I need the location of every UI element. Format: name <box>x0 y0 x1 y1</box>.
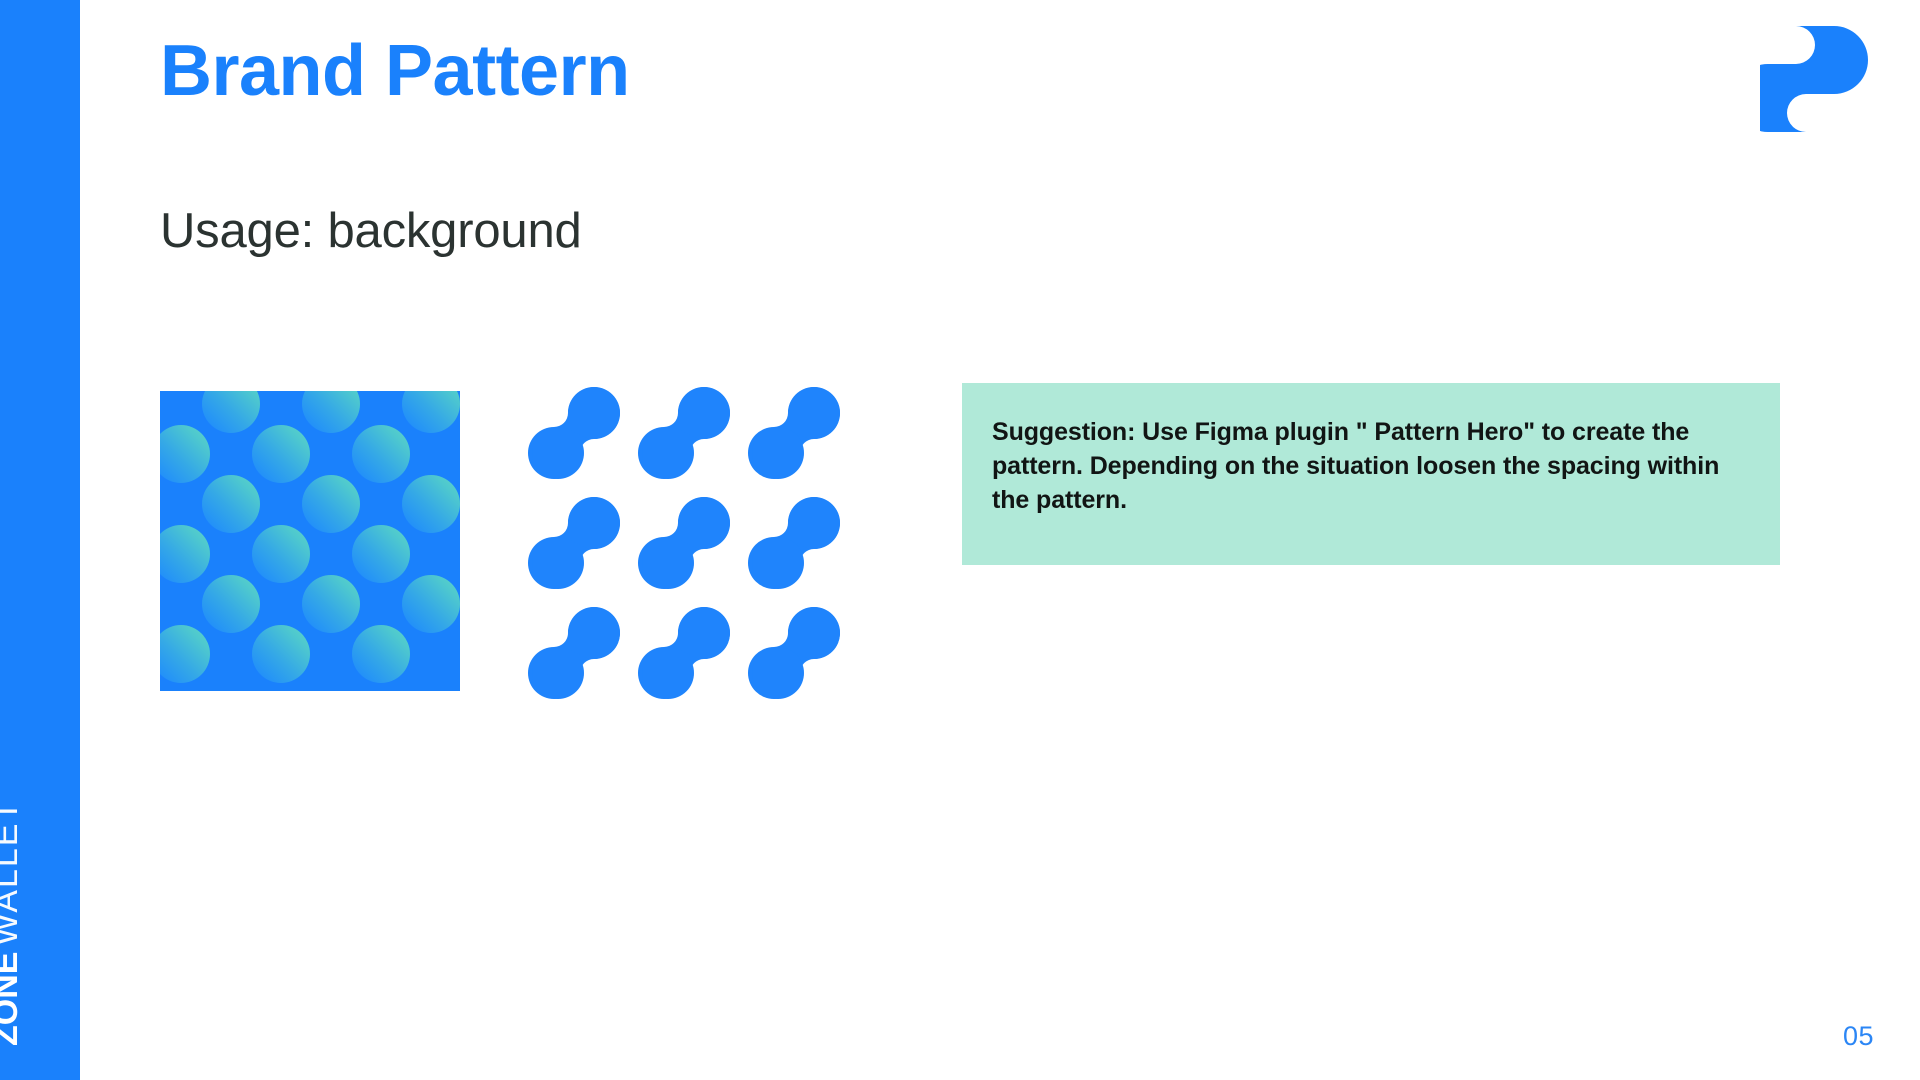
sidebar-wordmark: ZONE WALLET <box>0 799 40 1080</box>
wordmark-wallet: WALLET <box>0 798 25 946</box>
pattern-motif <box>748 497 840 589</box>
brand-sidebar: ZONE WALLET <box>0 0 80 1080</box>
pattern-motif <box>748 607 840 699</box>
swatch-dot <box>352 625 410 683</box>
swatch-dot <box>302 575 360 633</box>
swatch-dot <box>352 525 410 583</box>
swatch-dot <box>160 525 210 583</box>
pattern-motif <box>528 497 620 589</box>
brand-pattern-motif-grid <box>524 383 844 703</box>
swatch-dot <box>302 475 360 533</box>
swatch-dot <box>160 425 210 483</box>
suggestion-text: Suggestion: Use Figma plugin " Pattern H… <box>992 418 1720 514</box>
swatch-dot <box>160 625 210 683</box>
page-title: Brand Pattern <box>160 31 630 111</box>
swatch-dot <box>302 391 360 433</box>
pattern-motif <box>638 607 730 699</box>
swatch-dot <box>202 575 260 633</box>
wordmark-zone: ZONE <box>0 951 25 1046</box>
swatch-dot <box>202 391 260 433</box>
swatch-dot <box>252 425 310 483</box>
pattern-motif <box>528 607 620 699</box>
swatch-dot <box>402 391 460 433</box>
brand-pattern-swatch <box>160 391 460 691</box>
swatch-dot <box>202 475 260 533</box>
zone-wallet-z-logo <box>1734 26 1868 132</box>
pattern-motif <box>748 387 840 479</box>
swatch-dot <box>352 425 410 483</box>
swatch-dot <box>252 525 310 583</box>
pattern-motif <box>638 387 730 479</box>
pattern-motif <box>638 497 730 589</box>
page-number: 05 <box>1842 1021 1874 1051</box>
swatch-dot <box>402 575 460 633</box>
swatch-dot <box>402 475 460 533</box>
usage-label: Usage: background <box>160 204 582 258</box>
pattern-motif <box>528 387 620 479</box>
suggestion-callout: Suggestion: Use Figma plugin " Pattern H… <box>962 383 1780 565</box>
swatch-dot <box>252 625 310 683</box>
